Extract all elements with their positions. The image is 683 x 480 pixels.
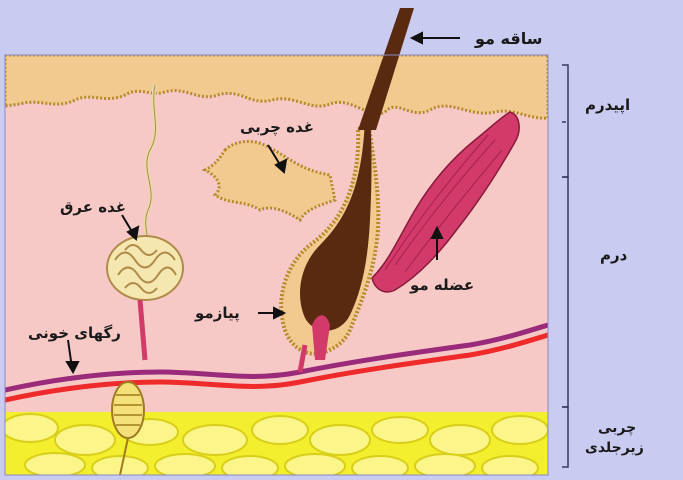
label-hair-shaft: ساقه مو (474, 29, 542, 48)
label-blood-vessels: رگهای خونی (28, 324, 121, 342)
label-subcutaneous-2: زیرجلدی (585, 440, 644, 456)
label-sebaceous-gland: غده چربی (240, 118, 314, 137)
label-dermis: درم (600, 246, 628, 264)
label-sweat-gland: غده عرق (60, 198, 126, 216)
label-hair-muscle: عضله مو (409, 276, 474, 294)
subcutaneous-fat (2, 412, 548, 480)
label-subcutaneous-1: چربی (598, 420, 636, 436)
sweat-gland-coil (107, 236, 183, 300)
label-epidermis: اپیدرم (585, 96, 630, 115)
label-hair-bulb: پیازمو (194, 304, 240, 323)
